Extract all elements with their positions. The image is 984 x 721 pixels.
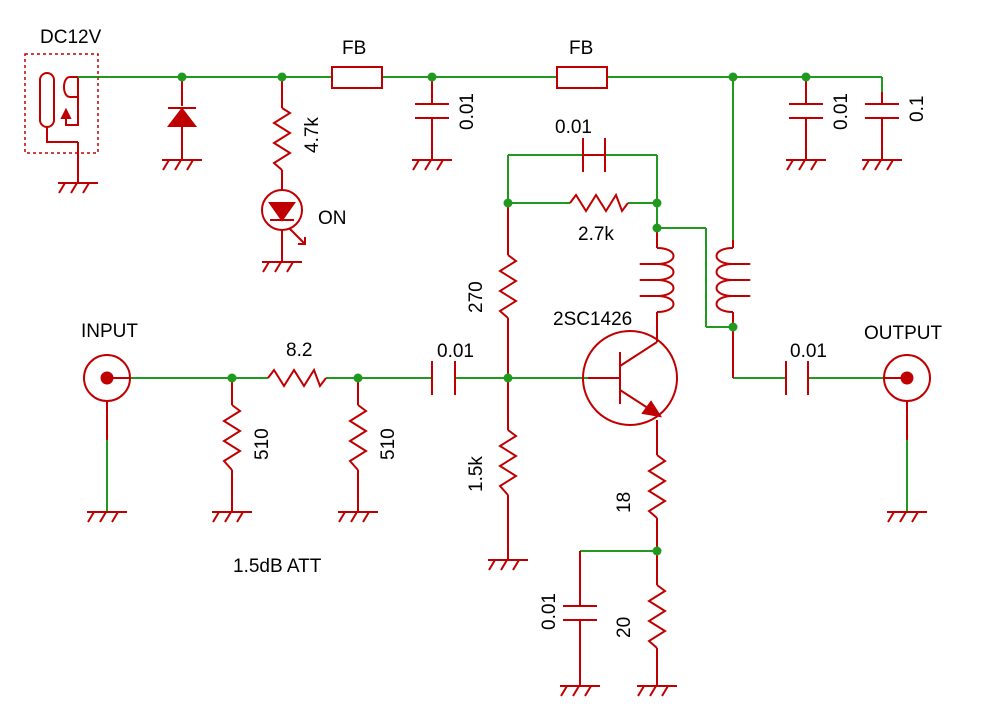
label-r-bias-top: 270 — [466, 281, 487, 313]
resistor-1.5k — [498, 429, 518, 496]
resistor-4.7k — [272, 107, 292, 171]
dc-jack — [24, 53, 99, 154]
label-transistor: 2SC1426 — [553, 309, 632, 330]
capacitor-c-out1 — [789, 103, 823, 119]
label-c-out2: 0.1 — [907, 96, 928, 122]
resistor-270 — [498, 254, 518, 319]
resistor-510-2 — [348, 404, 368, 471]
capacitor-output — [785, 361, 809, 395]
capacitor-c-out2 — [865, 103, 899, 119]
resistor-510-1 — [222, 404, 242, 471]
ferrite-bead-1 — [331, 66, 383, 89]
resistor-18 — [647, 454, 667, 519]
capacitor-c-emitter — [563, 605, 597, 621]
label-r-emitter1: 18 — [614, 492, 635, 513]
label-c-emitter: 0.01 — [539, 593, 560, 630]
label-fb1: FB — [342, 38, 366, 59]
label-c-fb1: 0.01 — [457, 93, 478, 130]
output-connector — [883, 354, 931, 440]
ferrite-bead-2 — [556, 66, 608, 89]
resistor-8.2 — [267, 367, 327, 389]
resistor-2.7k — [569, 192, 629, 214]
label-led: ON — [318, 208, 347, 229]
label-fb2: FB — [569, 38, 593, 59]
label-r-led: 4.7k — [302, 117, 323, 153]
label-r-bias-bottom: 1.5k — [466, 456, 487, 492]
inductor-output — [715, 247, 751, 313]
label-r-emitter2: 20 — [614, 617, 635, 638]
label-c-out-coupling: 0.01 — [790, 341, 827, 362]
label-input: INPUT — [81, 321, 138, 342]
junction-dots — [177, 72, 811, 556]
label-supply: DC12V — [40, 27, 102, 48]
resistor-20 — [647, 584, 667, 649]
ground-symbols — [57, 159, 928, 697]
label-r-shunt1: 510 — [252, 428, 273, 460]
transistor-2sc1426 — [582, 330, 678, 426]
label-r-series: 8.2 — [286, 340, 312, 361]
label-att: 1.5dB ATT — [233, 556, 322, 577]
capacitor-input — [431, 361, 456, 395]
component-leads — [77, 77, 883, 686]
led-indicator — [261, 189, 306, 245]
labels: DC12V FB FB 0.01 0.01 0.1 4.7k ON 0.01 2… — [40, 27, 943, 638]
label-r-feedback: 2.7k — [578, 224, 614, 245]
label-c-out1: 0.01 — [831, 93, 852, 130]
label-c-in: 0.01 — [437, 341, 474, 362]
capacitor-c-fb1 — [415, 103, 449, 119]
protection-diode — [166, 107, 198, 127]
label-output: OUTPUT — [864, 323, 943, 344]
label-r-shunt2: 510 — [378, 428, 399, 460]
inductor-collector — [639, 247, 675, 313]
wires — [78, 76, 908, 552]
input-connector — [83, 354, 131, 440]
label-c-feedback: 0.01 — [555, 117, 592, 138]
capacitor-feedback — [582, 138, 606, 172]
